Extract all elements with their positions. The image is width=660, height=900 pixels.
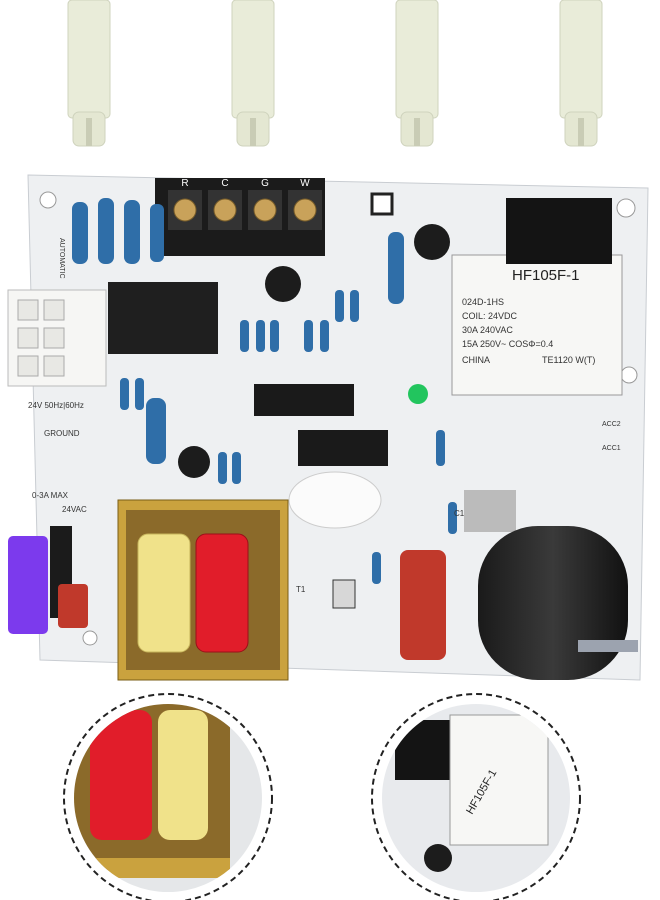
label-t1: T1 xyxy=(296,585,306,594)
led-indicator xyxy=(408,384,428,404)
mounting-hole xyxy=(616,198,636,218)
standoff-post xyxy=(559,0,603,147)
standoff-post xyxy=(231,0,275,147)
relay-line3: 30A 240VAC xyxy=(462,325,513,335)
terminal-label-r: R xyxy=(181,178,188,189)
label-automatic: AUTOMATIC xyxy=(58,238,65,279)
standoff-post xyxy=(67,0,111,147)
mounting-hole xyxy=(82,630,98,646)
relay-code: TE1120 W(T) xyxy=(542,355,595,365)
silicone-blob xyxy=(288,471,382,529)
terminal-screw xyxy=(213,198,237,222)
mounting-hole xyxy=(620,366,638,384)
label-ground: GROUND xyxy=(44,429,80,438)
label-24v: 24V 50Hz|60Hz xyxy=(28,401,84,410)
label-c1: C1 xyxy=(454,509,465,518)
label-fuse-rating: 0-3A MAX xyxy=(32,491,69,500)
black-relay xyxy=(506,198,612,264)
main-relay: HF105F-1 024D-1HS COIL: 24VDC 30A 240VAC… xyxy=(451,254,623,396)
detail-transformer xyxy=(63,693,273,900)
electrolytic-capacitor xyxy=(178,446,210,478)
square-cutout xyxy=(370,192,394,216)
electrolytic-capacitor xyxy=(265,266,301,302)
label-acc1: ACC1 xyxy=(602,445,621,452)
relay-origin: CHINA xyxy=(462,355,490,365)
standoff-post xyxy=(395,0,439,147)
resistor-bank xyxy=(72,198,404,464)
relay-line4: 15A 250V~ COSΦ=0.4 xyxy=(462,339,553,349)
ic-chip xyxy=(298,430,388,466)
circuit-board: R C G W HF105F-1 024D-1HS COIL: 24VDC 30… xyxy=(7,174,649,681)
electrolytic-capacitor xyxy=(414,224,450,260)
detail-views: HF105F-1 xyxy=(63,693,581,900)
detail-relay: HF105F-1 xyxy=(371,693,581,900)
small-resistors xyxy=(120,290,457,584)
wire-connector xyxy=(7,289,107,387)
terminal-block: R C G W xyxy=(155,178,325,256)
relay-line2: COIL: 24VDC xyxy=(462,311,518,321)
label-24vac: 24VAC xyxy=(62,505,87,514)
square-cutout xyxy=(332,579,356,609)
terminal-screw xyxy=(293,198,317,222)
terminal-label-w: W xyxy=(300,178,310,189)
film-capacitor xyxy=(58,584,88,628)
label-acc2: ACC2 xyxy=(602,421,621,428)
transformer xyxy=(117,499,289,681)
ic-chip xyxy=(254,384,354,416)
mounting-hole xyxy=(39,191,57,209)
fuse xyxy=(8,536,48,634)
standoff-posts xyxy=(67,0,603,147)
terminal-label-c: C xyxy=(221,178,228,189)
terminal-screw xyxy=(253,198,277,222)
relay-line1: 024D-1HS xyxy=(462,297,504,307)
film-capacitor xyxy=(400,550,446,660)
voltage-regulator xyxy=(464,490,516,532)
small-relay xyxy=(108,282,218,354)
relay-model: HF105F-1 xyxy=(512,267,580,284)
run-capacitor xyxy=(478,526,638,680)
terminal-screw xyxy=(173,198,197,222)
terminal-label-g: G xyxy=(261,178,269,189)
